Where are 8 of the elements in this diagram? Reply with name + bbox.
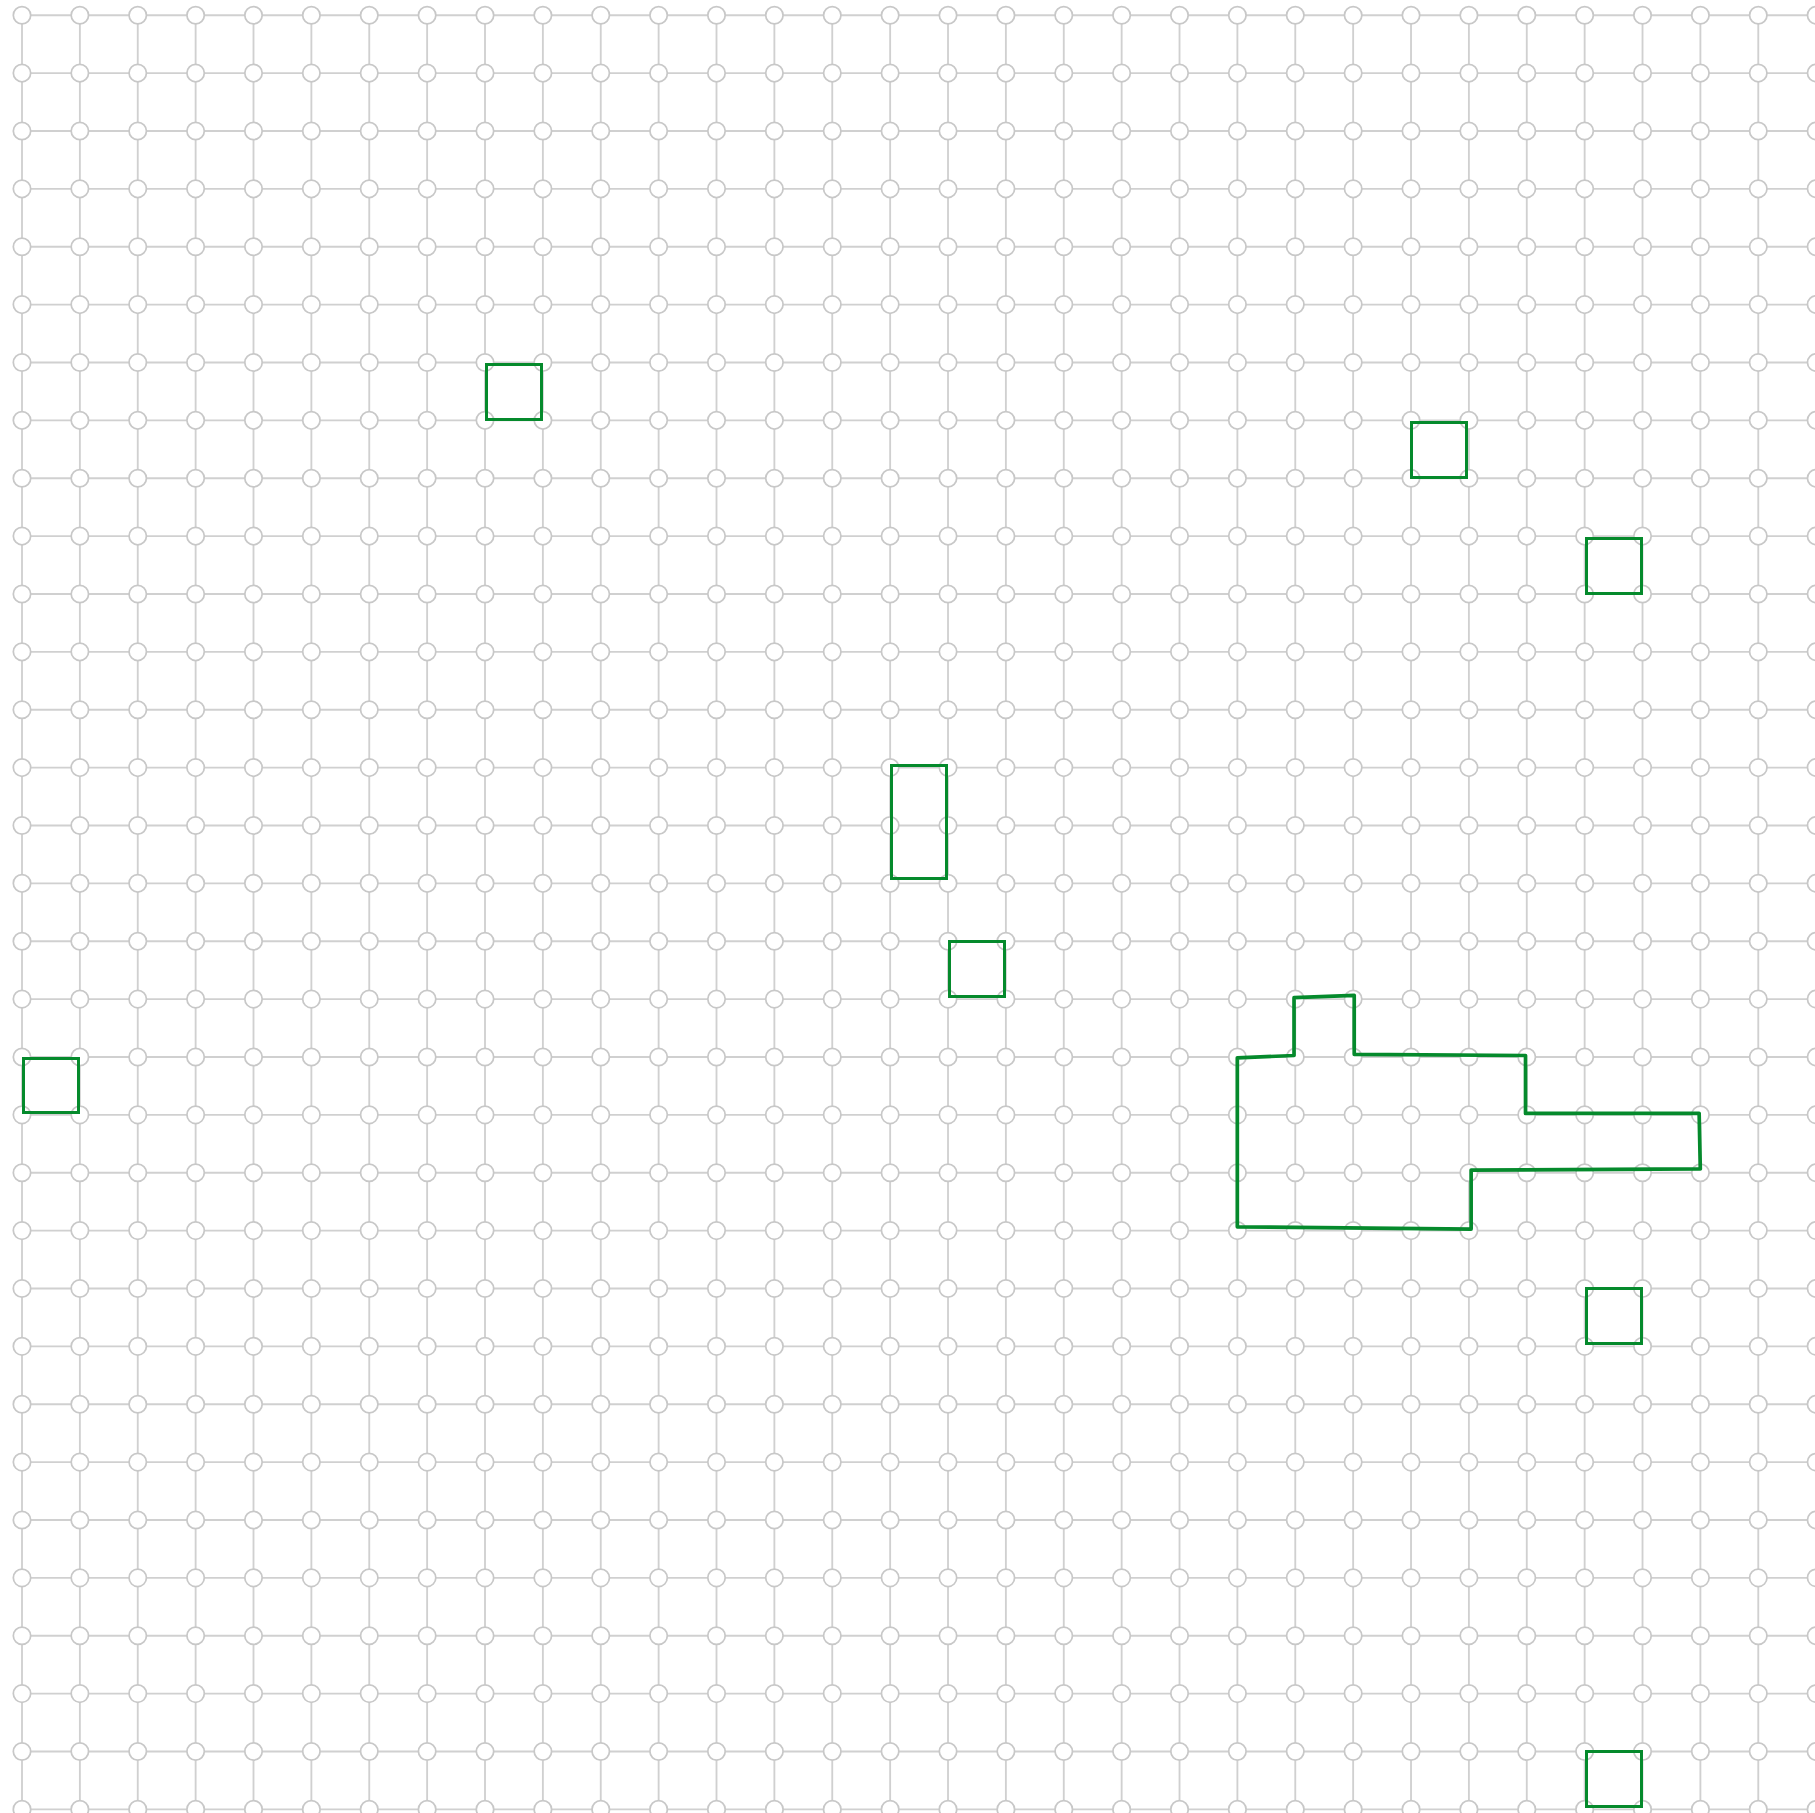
outlined-square	[1584, 1750, 1643, 1809]
outlined-square	[1409, 421, 1468, 480]
outlined-square	[22, 1056, 80, 1114]
outlined-square	[485, 363, 543, 422]
outlined-square	[1584, 1287, 1643, 1346]
outlined-square	[1584, 537, 1643, 595]
outlined-rectangle	[890, 763, 948, 880]
outlined-square	[948, 939, 1006, 998]
